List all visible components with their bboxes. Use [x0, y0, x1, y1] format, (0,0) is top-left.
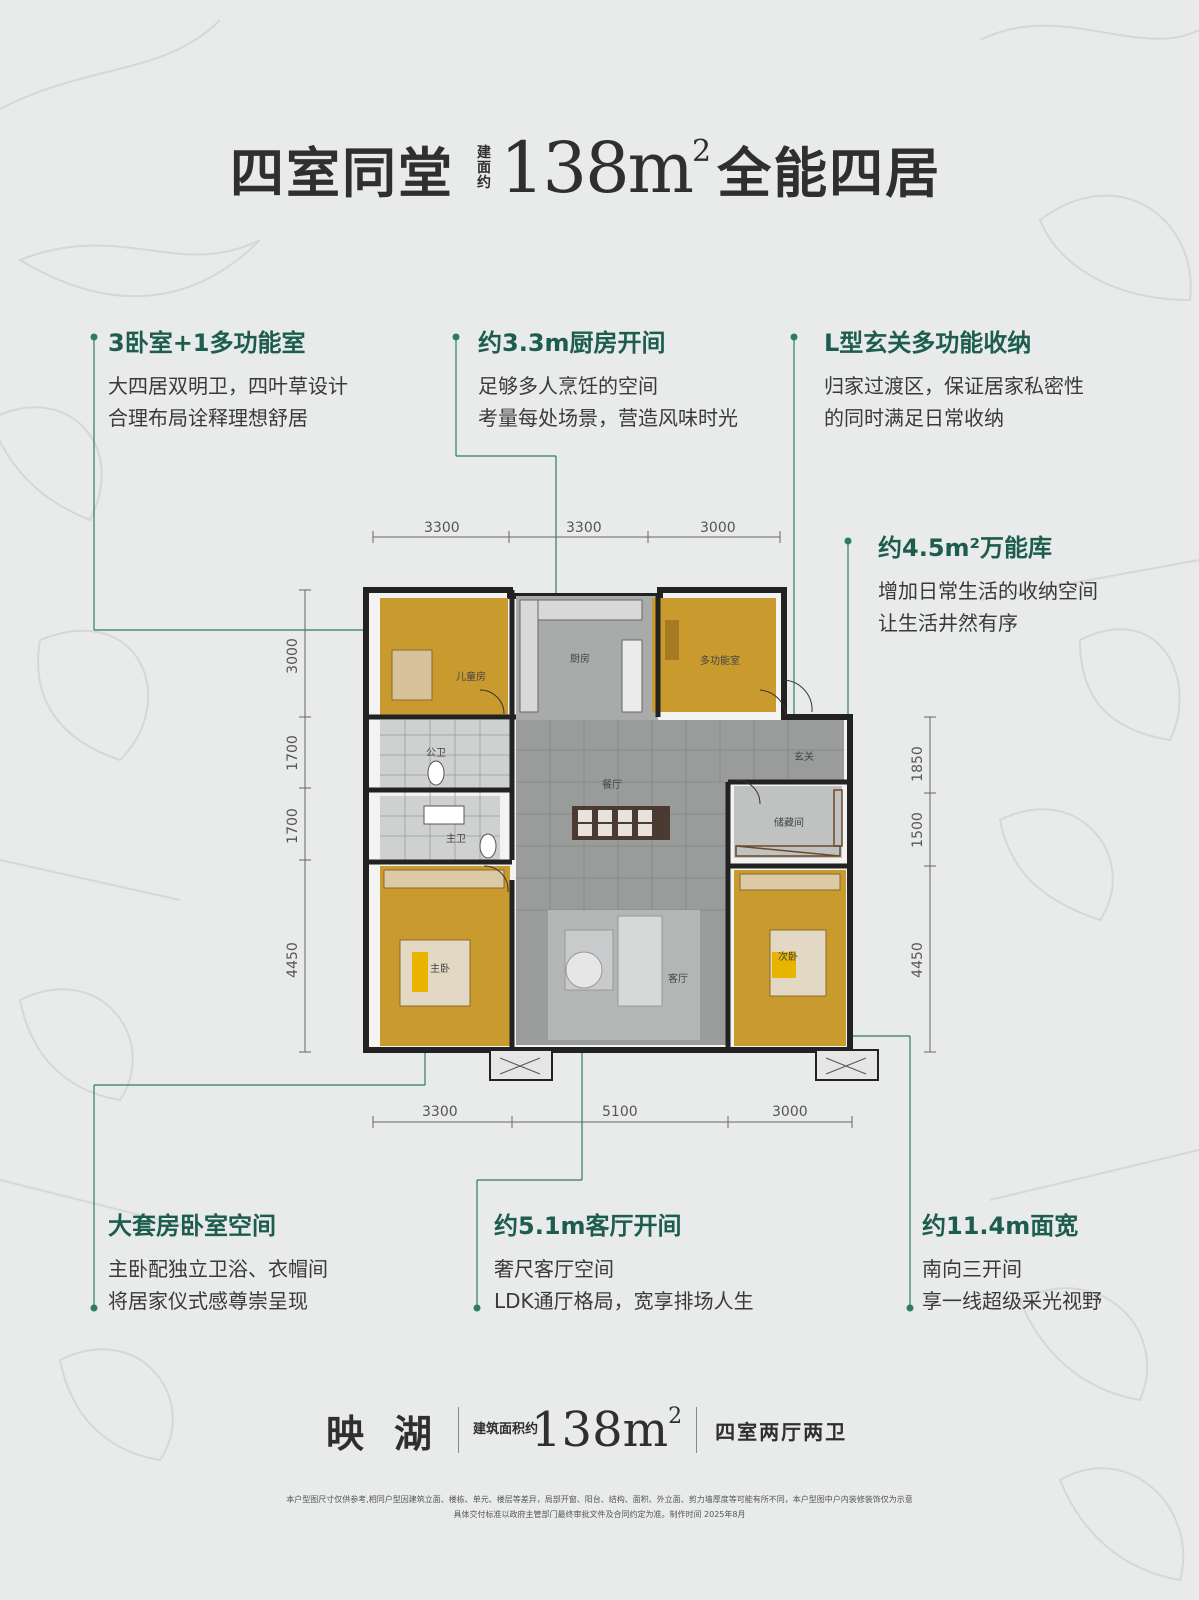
dim-top-2: 3300 [566, 520, 602, 536]
area-number: 138m [531, 1402, 669, 1458]
feature-text: 南向三开间 [922, 1257, 1022, 1281]
room-label-master-bath: 主卫 [446, 834, 466, 845]
feature-text: LDK通厅格局，宽享排场人生 [494, 1289, 754, 1313]
dim-left-4: 4450 [284, 942, 301, 978]
unit-type: 四室两厅两卫 [715, 1419, 848, 1444]
dim-right-2: 1500 [909, 812, 926, 848]
divider [696, 1407, 698, 1453]
dim-bottom-1: 3300 [422, 1104, 458, 1120]
divider [458, 1407, 460, 1453]
dim-left-2: 1700 [284, 735, 301, 771]
feature-kitchen: 约3.3m厨房开间 足够多人烹饪的空间 考量每处场景，营造风味时光 [478, 323, 738, 434]
room-label-living: 客厅 [668, 974, 688, 985]
feature-bedrooms: 3卧室+1多功能室 大四居双明卫，四叶草设计 合理布局诠释理想舒居 [108, 323, 348, 434]
room-label-second: 次卧 [778, 952, 798, 963]
title-right: 全能四居 [717, 140, 942, 205]
page-title: 四室同堂 建 面 约 138m 2 全能四居 [230, 127, 942, 209]
feature-text: 的同时满足日常收纳 [824, 406, 1004, 430]
feature-text: 大四居双明卫，四叶草设计 [108, 374, 348, 398]
feature-text: 增加日常生活的收纳空间 [878, 579, 1098, 603]
project-name: 映湖 [326, 1410, 463, 1456]
room-label-master: 主卧 [430, 964, 450, 975]
room-label-dining: 餐厅 [602, 780, 622, 791]
title-left: 四室同堂 [230, 140, 454, 205]
room-label-storage: 储藏间 [774, 818, 804, 829]
feature-master-suite: 大套房卧室空间 主卧配独立卫浴、衣帽间 将居家仪式感尊崇呈现 [108, 1206, 328, 1317]
dim-bottom-3: 3000 [772, 1104, 808, 1120]
feature-frontage: 约11.4m面宽 南向三开间 享一线超级采光视野 [922, 1206, 1102, 1317]
feature-heading: 约4.5m²万能库 [878, 534, 1053, 562]
feature-heading: 3卧室+1多功能室 [108, 329, 306, 357]
dim-left-3: 1700 [284, 808, 301, 844]
feature-heading: 约5.1m客厅开间 [494, 1212, 682, 1240]
feature-text: 让生活井然有序 [878, 611, 1018, 635]
title-area-sup: 2 [692, 134, 712, 169]
feature-text: 奢尺客厅空间 [494, 1257, 614, 1281]
dim-left-1: 3000 [284, 638, 301, 674]
dim-bottom-2: 5100 [602, 1104, 638, 1120]
feature-entry: L型玄关多功能收纳 归家过渡区，保证居家私密性 的同时满足日常收纳 [824, 323, 1084, 434]
room-label-entry: 玄关 [794, 752, 814, 763]
feature-text: 享一线超级采光视野 [922, 1289, 1102, 1313]
feature-text: 足够多人烹饪的空间 [478, 374, 658, 398]
feature-text: 考量每处场景，营造风味时光 [478, 406, 738, 430]
title-prefix: 建 面 约 [477, 144, 491, 191]
feature-text: 主卧配独立卫浴、衣帽间 [108, 1257, 328, 1281]
feature-text: 将居家仪式感尊崇呈现 [108, 1289, 308, 1313]
room-label-public-bath: 公卫 [426, 748, 446, 759]
unit-info: 映湖 建筑面积约 138m 2 四室两厅两卫 [326, 1400, 847, 1460]
dim-top-1: 3300 [424, 520, 460, 536]
feature-heading: 大套房卧室空间 [108, 1212, 276, 1240]
room-label-child: 儿童房 [456, 672, 486, 683]
disclaimer-line-1: 本户型图尺寸仅供参考,相同户型因建筑立面、楼栋、单元、楼层等差异，局部开窗、阳台… [286, 1495, 913, 1504]
dim-right-1: 1850 [909, 746, 926, 782]
area-label: 建筑面积约 [473, 1422, 539, 1437]
feature-heading: 约3.3m厨房开间 [478, 329, 666, 357]
feature-heading: L型玄关多功能收纳 [824, 329, 1032, 357]
feature-storage: 约4.5m²万能库 增加日常生活的收纳空间 让生活井然有序 [878, 528, 1098, 639]
feature-text: 合理布局诠释理想舒居 [108, 406, 308, 430]
title-area-number: 138m [500, 127, 694, 209]
area-sup: 2 [668, 1404, 683, 1429]
dim-top-3: 3000 [700, 520, 736, 536]
room-label-multi: 多功能室 [700, 656, 740, 667]
room-label-kitchen: 厨房 [570, 654, 590, 665]
feature-text: 归家过渡区，保证居家私密性 [824, 374, 1084, 398]
disclaimer-line-2: 具体交付标准以政府主管部门最终审批文件及合同约定为准。制作时间 2025年8月 [453, 1510, 746, 1519]
feature-living: 约5.1m客厅开间 奢尺客厅空间 LDK通厅格局，宽享排场人生 [494, 1206, 754, 1317]
dim-right-3: 4450 [909, 942, 926, 978]
feature-heading: 约11.4m面宽 [922, 1212, 1079, 1240]
